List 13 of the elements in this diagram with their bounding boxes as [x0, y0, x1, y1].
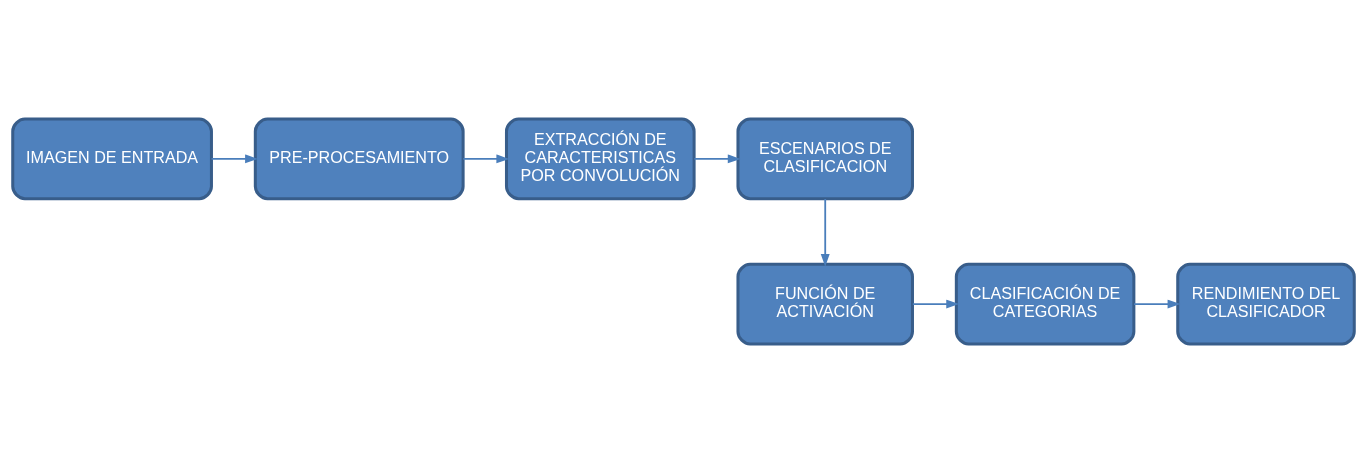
node-box: CLASIFICACIÓN DE CATEGORIAS: [954, 262, 1136, 346]
node-box: EXTRACCIÓN DE CARACTERISTICAS POR CONVOLUCIÓN: [504, 117, 696, 201]
arrow: [911, 299, 959, 309]
node-box: FUNCIÓN DE ACTIVACIÓN: [736, 262, 914, 346]
arrow: [210, 154, 258, 164]
arrow: [1133, 299, 1181, 309]
node-box: ESCENARIOS DE CLASIFICACION: [736, 117, 914, 201]
arrow: [693, 154, 741, 164]
node-box: IMAGEN DE ENTRADA: [11, 117, 213, 201]
node-box: PRE-PROCESAMIENTO: [253, 117, 465, 201]
node-box: RENDIMIENTO DEL CLASIFICADOR: [1176, 262, 1356, 346]
arrow: [820, 198, 830, 267]
arrow: [462, 154, 510, 164]
